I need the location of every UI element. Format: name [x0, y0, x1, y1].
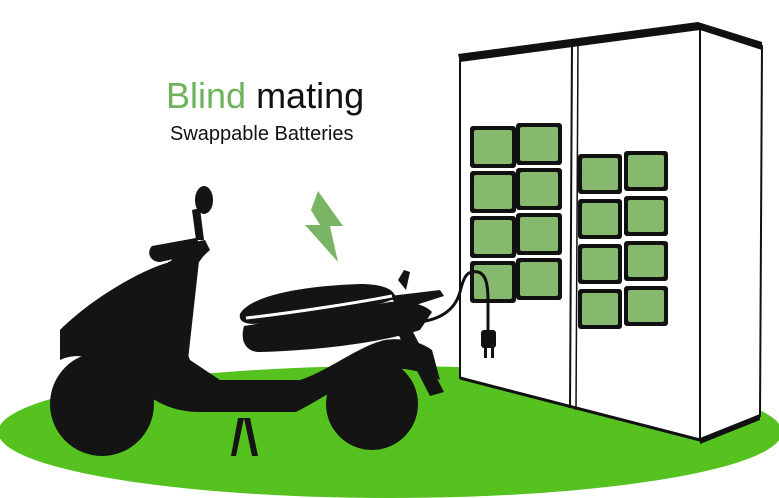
battery-icon — [474, 130, 512, 164]
battery-icon — [582, 248, 618, 280]
battery-icon — [628, 200, 664, 232]
battery-icon — [474, 220, 512, 254]
battery-icon — [628, 245, 664, 277]
lightning-bolt-icon — [305, 191, 343, 262]
title-word-blind: Blind — [166, 75, 247, 116]
page-subtitle: Swappable Batteries — [170, 123, 354, 145]
battery-icon — [520, 262, 558, 296]
battery-icon — [582, 293, 618, 325]
battery-icon — [628, 155, 664, 187]
battery-icon — [520, 217, 558, 251]
seat-highlight — [245, 294, 393, 320]
battery-icon — [628, 290, 664, 322]
charging-cable — [417, 270, 490, 330]
battery-icon — [474, 265, 512, 299]
battery-icon — [520, 127, 558, 161]
page-title: Blind mating — [166, 76, 364, 116]
title-word-mating: mating — [246, 75, 365, 116]
battery-icon — [520, 172, 558, 206]
battery-slots — [470, 123, 668, 329]
battery-icon — [474, 175, 512, 209]
battery-icon — [582, 158, 618, 190]
battery-icon — [582, 203, 618, 235]
plug-icon — [481, 330, 496, 358]
scooter-icon — [50, 186, 444, 456]
